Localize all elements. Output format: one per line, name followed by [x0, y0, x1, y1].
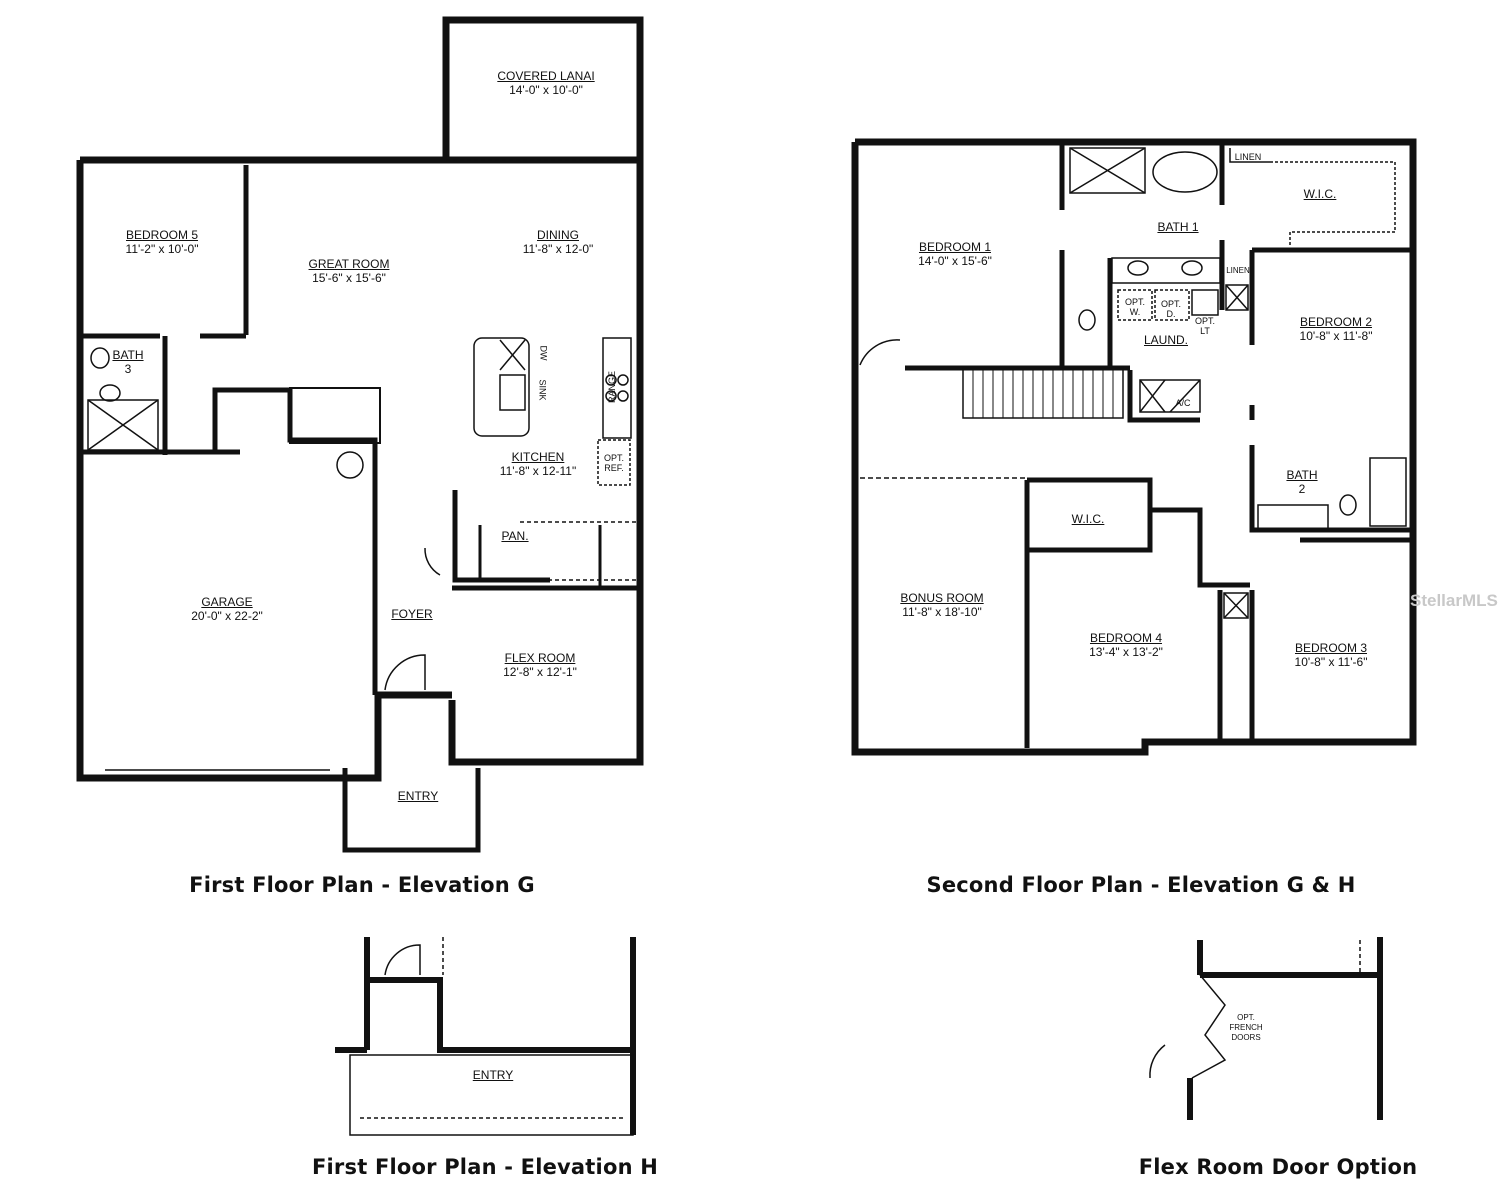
room-bath-1: BATH 1 — [1157, 220, 1198, 234]
room-dimensions: 13'-4" x 13'-2" — [1089, 645, 1163, 659]
optional-washer-label: OPT. W. — [1124, 297, 1145, 317]
room-dimensions: 14'-0" x 15'-6" — [918, 254, 992, 268]
room-dimensions: 3 — [124, 362, 132, 376]
first-floor-g-details — [87, 159, 640, 771]
ac-label: A/C — [1175, 398, 1191, 408]
room-dimensions: 10'-8" x 11'-8" — [1299, 329, 1373, 343]
room-name: BATH — [112, 348, 144, 362]
sink-label: SINK — [537, 379, 548, 401]
room-dimensions: 2 — [1298, 482, 1306, 496]
room-wic-2: W.I.C. — [1072, 512, 1105, 526]
room-dimensions: 11'-8" x 12-0" — [522, 242, 594, 256]
room-name: ENTRY — [397, 789, 439, 803]
room-name: FLEX ROOM — [504, 651, 576, 665]
room-name: COVERED LANAI — [497, 69, 595, 83]
room-name: BEDROOM 2 — [1299, 315, 1373, 329]
room-dimensions: 12'-8" x 12'-1" — [503, 665, 577, 679]
room-name: LAUND. — [1143, 333, 1189, 347]
room-name: KITCHEN — [511, 450, 565, 464]
room-name: FOYER — [391, 607, 433, 621]
room-name: BATH — [1286, 468, 1318, 482]
linen-closet-2-label: LINEN — [1226, 266, 1250, 275]
optional-refrigerator-label: OPT. REF. — [603, 453, 624, 473]
room-name: ENTRY — [472, 1068, 514, 1082]
room-name: BEDROOM 1 — [918, 240, 991, 254]
room-entry-h: ENTRY — [473, 1068, 513, 1082]
first-floor-h-title: First Floor Plan - Elevation H — [311, 1155, 659, 1179]
room-dimensions: 11'-2" x 10'-0" — [125, 242, 199, 256]
room-dimensions: 10'-8" x 11'-6" — [1294, 655, 1368, 669]
room-dimensions: 11'-8" x 18'-10" — [902, 605, 982, 619]
room-wic-1: W.I.C. — [1304, 187, 1337, 201]
room-name: BEDROOM 3 — [1294, 641, 1368, 655]
second-floor-title: Second Floor Plan - Elevation G & H — [926, 873, 1356, 897]
first-floor-g-title: First Floor Plan - Elevation G — [189, 873, 535, 897]
room-name: DINING — [537, 228, 579, 242]
room-name: BEDROOM 5 — [125, 228, 199, 242]
room-name: GREAT ROOM — [308, 257, 390, 271]
french-doors-note: OPT. FRENCH DOORS — [1229, 1013, 1263, 1042]
first-floor-g-walls — [76, 16, 644, 853]
dishwasher-label: DW — [538, 345, 549, 361]
second-floor-details — [859, 147, 1407, 619]
room-name: PAN. — [501, 529, 529, 543]
room-name: BEDROOM 4 — [1089, 631, 1162, 645]
room-entry: ENTRY — [398, 789, 438, 803]
room-dimensions: 11'-8" x 12-11" — [499, 464, 577, 478]
room-laundry: LAUND. — [1144, 333, 1188, 347]
second-floor-walls — [851, 138, 1417, 756]
room-dimensions: 14'-0" x 10'-0" — [509, 83, 583, 97]
optional-dryer-label: OPT. D. — [1160, 299, 1181, 319]
room-foyer: FOYER — [391, 607, 432, 621]
range-label: RANGE — [607, 370, 618, 404]
room-name: BONUS ROOM — [900, 591, 984, 605]
room-pantry: PAN. — [501, 529, 528, 543]
room-name: BATH 1 — [1157, 220, 1199, 234]
linen-closet-label: LINEN — [1234, 152, 1262, 162]
room-name: W.I.C. — [1303, 187, 1337, 201]
watermark: StellarMLS — [1410, 591, 1498, 610]
flex-door-option-walls — [1187, 937, 1383, 1120]
room-dimensions: 15'-6" x 15'-6" — [312, 271, 386, 285]
flex-door-option-title: Flex Room Door Option — [1138, 1155, 1418, 1179]
first-floor-h-walls — [335, 937, 636, 1135]
room-name: W.I.C. — [1071, 512, 1105, 526]
room-dimensions: 20'-0" x 22-2" — [191, 609, 263, 623]
optional-laundry-tub-label: OPT. LT — [1194, 316, 1215, 336]
room-name: GARAGE — [201, 595, 253, 609]
